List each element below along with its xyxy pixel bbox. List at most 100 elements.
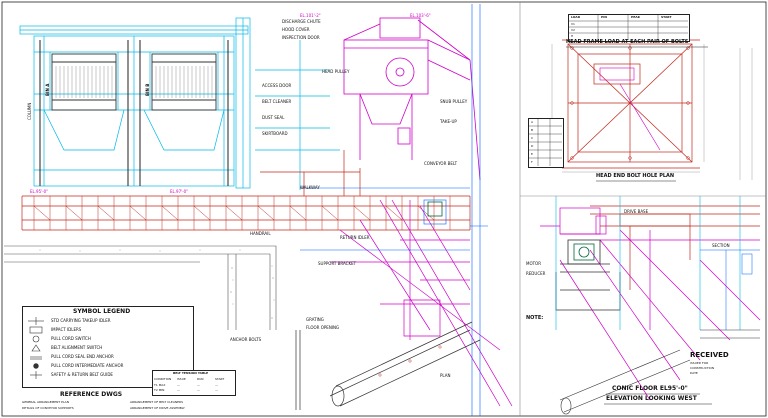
legend-item: BELT ALIGNMENT SWITCH <box>51 345 103 350</box>
revision-line: ISSUED FOR <box>690 361 709 365</box>
callout-drive-base: DRIVE BASE <box>624 209 649 214</box>
callout-support-bracket: SUPPORT BRACKET <box>318 261 357 266</box>
head-steel <box>300 4 488 416</box>
bolt-table: A B C D E F <box>528 118 564 168</box>
tension-cell: — <box>177 388 180 392</box>
tension-header: ISSUE <box>177 377 186 381</box>
callout-plan: PLAN <box>440 373 451 378</box>
elevation-marker-2: EL.101'-2" <box>300 13 321 18</box>
bin-structure <box>19 17 340 190</box>
elevation-incline <box>559 329 760 415</box>
floor-slab <box>4 245 277 330</box>
legend-title: SYMBOL LEGEND <box>73 308 131 315</box>
tension-header: RUN <box>197 377 204 381</box>
bolt-row: B <box>531 128 534 132</box>
elevation-marker-0: EL.95'-0" <box>30 189 49 194</box>
lower-conveyor <box>295 321 481 410</box>
legend-item: PULL CORD INTERMEDIATE ANCHOR <box>51 363 124 368</box>
callout-skirtboard: SKIRTBOARD <box>262 131 288 136</box>
elevation-drive <box>555 239 621 311</box>
callout-belt-cleaner: BELT CLEANER <box>262 99 292 104</box>
return-belt-lines <box>330 199 513 407</box>
reference-row: DETAILS OF CONVEYOR SUPPORTS <box>22 406 74 410</box>
callout-reducer: REDUCER <box>526 271 546 276</box>
bolt-holes <box>570 46 690 160</box>
conveyor-truss <box>21 195 471 231</box>
elevation-marker-1: EL.97'-0" <box>170 189 189 194</box>
motor-shape <box>573 243 595 261</box>
legend-item: PULL CORD SWITCH <box>51 336 91 341</box>
tension-table: BELT TENSION TABLE CONDITION ISSUE RUN S… <box>152 370 236 396</box>
revision-line: CONSTRUCTION <box>690 366 715 370</box>
load-header: START <box>661 15 672 19</box>
elevation-marker-3: EL.103'-6" <box>410 13 431 18</box>
tension-cell: T2 MIN <box>154 388 165 392</box>
tension-cell: — <box>215 383 218 387</box>
tension-cell: — <box>177 383 180 387</box>
callout-grating: GRATING <box>306 317 324 322</box>
callout-walkway: WALKWAY <box>300 185 320 190</box>
drive-pulley-box <box>427 201 443 217</box>
elevation-columns <box>555 196 741 330</box>
callout-access-door: ACCESS DOOR <box>262 83 292 88</box>
tension-cell: — <box>197 388 200 392</box>
load-table: LOAD PIN PEAK START V1 V2 H <box>568 14 690 42</box>
callout-head-pulley: HEAD PULLEY <box>322 69 350 74</box>
received-stamp: RECEIVED <box>690 351 729 359</box>
truss-legs <box>260 150 361 196</box>
lower-bolts <box>378 345 442 377</box>
reference-row: ARRANGEMENT OF DRIVE ASSEMBLY <box>130 406 185 410</box>
callout-inspection-door: INSPECTION DOOR <box>282 35 320 40</box>
bin-shells <box>51 53 217 111</box>
load-header: LOAD <box>571 15 581 19</box>
concrete-speckle <box>39 249 275 319</box>
elevation-frame <box>590 205 760 290</box>
legend-item: SAFETY & RETURN BELT GUIDE <box>51 372 113 377</box>
callout-discharge-chute: DISCHARGE CHUTE <box>282 19 321 24</box>
reference-row: GENERAL ARRANGEMENT PLAN <box>22 400 69 404</box>
bolt-row: C <box>531 136 534 140</box>
bin-a-label: BIN A <box>45 83 50 96</box>
callout-conveyor-belt: CONVEYOR BELT <box>424 161 458 166</box>
elevation-steel <box>700 249 760 330</box>
load-cell: H <box>571 34 574 38</box>
bolt-row: E <box>531 152 533 156</box>
load-header: PIN <box>601 15 607 19</box>
elevation-pulleys <box>540 207 761 401</box>
callout-return-idler: RETURN IDLER <box>340 235 370 240</box>
callout-motor: MOTOR <box>526 261 541 266</box>
load-header: PEAK <box>631 15 640 19</box>
callout-dust-seal: DUST SEAL <box>262 115 285 120</box>
head-chute <box>343 17 481 181</box>
bolt-plan-title: HEAD END BOLT HOLE PLAN <box>596 173 675 179</box>
bolt-row: F <box>531 160 533 164</box>
revision-line: DATE <box>690 371 698 375</box>
tension-cell: — <box>197 383 200 387</box>
elevation-title: CONIC FLOOR EL95'-0" <box>612 385 688 392</box>
bin-columns <box>39 40 229 186</box>
truss-webbing <box>33 196 451 230</box>
reference-title: REFERENCE DWGS <box>60 391 123 398</box>
bolt-row: A <box>531 120 534 124</box>
bin-hatching <box>55 66 213 98</box>
callout-floor-opening: FLOOR OPENING <box>306 325 340 330</box>
tension-cell: — <box>215 388 218 392</box>
legend-item: IMPACT IDLERS <box>51 327 82 332</box>
legend-item: STD CARRYING TAKEUP IDLER <box>51 318 111 323</box>
load-cell: V2 <box>571 28 575 32</box>
tension-title: BELT TENSION TABLE <box>173 371 209 375</box>
tension-cell: T1 MAX <box>154 383 166 387</box>
column-label: COLUMN <box>27 102 32 120</box>
head-frame-plan <box>562 39 700 169</box>
elevation-subtitle: ELEVATION LOOKING WEST <box>606 395 697 402</box>
tension-header: CONDITION <box>154 377 172 381</box>
callout-snub-pulley: SNUB PULLEY <box>440 99 468 104</box>
frame-dimension-lines <box>551 44 753 180</box>
head-frame-title: HEAD FRAME LOAD AT EACH PAIR OF BOLTS <box>566 39 689 45</box>
bin-b-label: BIN B <box>145 83 150 96</box>
callout-section: SECTION <box>712 243 730 248</box>
callout-take-up: TAKE-UP <box>440 119 457 124</box>
head-frame-overlay <box>599 67 661 151</box>
